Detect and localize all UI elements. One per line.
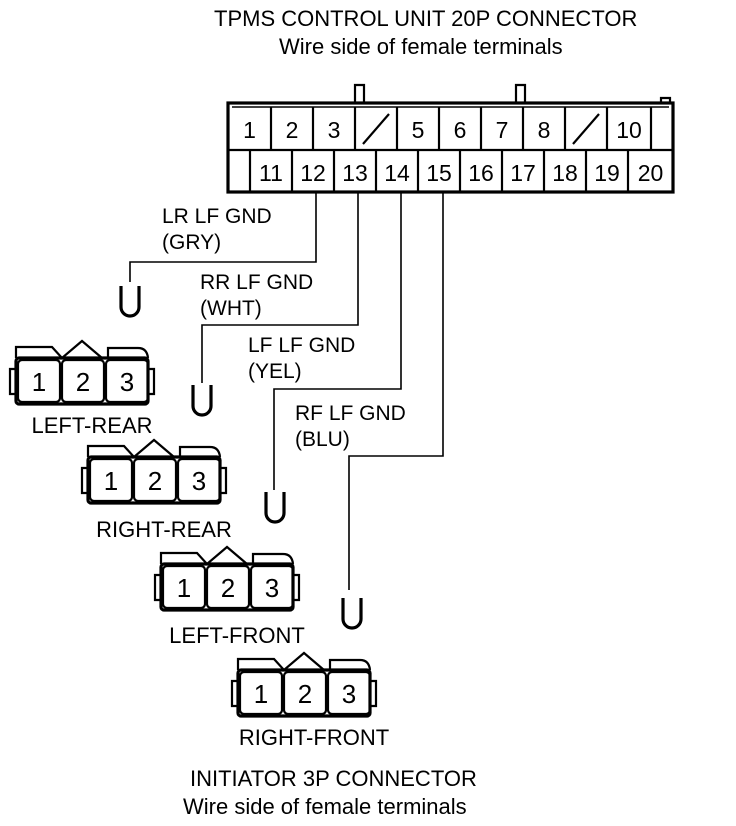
side-tabs [8,367,156,396]
pin-number: 1 [32,367,46,397]
pin-cavity [282,670,328,716]
pin-number: 11 [259,160,283,186]
pin-number: 2 [221,573,235,603]
pin-number: 17 [510,160,536,186]
pin-number: 2 [148,466,162,496]
pin-number: 3 [120,367,134,397]
wire-label-lf: LF LF GND [248,334,355,357]
unused-pin-slash [362,113,390,145]
side-tabs [153,573,301,602]
terminal-hook-icon [264,492,286,524]
pin-cavity [326,670,372,716]
pin-number: 2 [76,367,90,397]
pin-number: 15 [426,160,452,186]
connector-housing [226,101,675,194]
unused-pin-slash [572,113,600,145]
initiator-label: RIGHT-REAR [96,517,232,542]
pin-number: 1 [254,679,268,709]
pin-number: 6 [454,117,467,143]
control-unit-title: TPMS CONTROL UNIT 20P CONNECTOR [214,6,637,31]
pin-cavity [132,457,178,503]
pin-cavity [249,564,295,610]
wire-color-lr: (GRY) [162,231,221,254]
connector-outline [159,545,295,566]
pin-number: 13 [342,160,368,186]
wire-lr-lf-gnd [129,192,317,282]
pin-number: 19 [594,160,620,186]
wire-label-rr: RR LF GND [200,271,313,294]
initiator-label: LEFT-REAR [31,413,152,438]
terminal-hook-icon [191,385,213,417]
pin-cavity [104,358,150,404]
connector-outline [86,438,222,459]
terminal-hook-icon [341,598,363,630]
wire-rr-lf-gnd [201,192,359,383]
pin-number: 5 [412,117,425,143]
wire-color-lf: (YEL) [248,360,302,383]
pin-number: 1 [243,117,256,143]
pin-number: 2 [286,117,299,143]
pin-number: 16 [468,160,494,186]
pin-number: 3 [342,679,356,709]
pin-number: 8 [538,117,551,143]
pin-cavity [60,358,106,404]
connector-latch [353,83,527,103]
pin-cavity [205,564,251,610]
bottom-pin-row: 11 12 13 14 15 16 17 18 19 20 [248,150,664,192]
pin-number: 10 [616,117,642,143]
pin-number: 18 [552,160,578,186]
pin-cavity [88,457,134,503]
initiator-label: LEFT-FRONT [169,623,305,648]
pin-number: 2 [298,679,312,709]
terminal-hook-icon [119,286,141,318]
control-unit-subtitle: Wire side of female terminals [279,34,563,59]
pin-cavity [238,670,284,716]
initiator-subtitle: Wire side of female terminals [183,794,467,819]
pin-cavity [161,564,207,610]
pin-number: 14 [384,160,410,186]
connector-outline [236,651,372,672]
pin-number: 3 [192,466,206,496]
pin-cavity [16,358,62,404]
pin-number: 3 [328,117,341,143]
pin-cavity [176,457,222,503]
connector-key [659,96,672,103]
pin-number: 3 [265,573,279,603]
side-tabs [230,679,378,708]
connector-outline [14,339,150,360]
pin-number: 7 [496,117,509,143]
wire-label-rf: RF LF GND [295,402,406,425]
pin-number: 12 [300,160,326,186]
wire-color-rr: (WHT) [200,297,262,320]
initiator-title: INITIATOR 3P CONNECTOR [190,766,477,791]
initiator-label: RIGHT-FRONT [239,725,389,750]
wire-label-lr: LR LF GND [162,205,272,228]
wire-lf-lf-gnd [273,192,402,490]
wire-color-rf: (BLU) [295,428,350,451]
top-pin-row: 1 2 3 5 6 7 8 10 [243,107,653,150]
pin-number: 20 [638,160,664,186]
pin-number: 1 [104,466,118,496]
side-tabs [80,466,228,495]
wire-harness [129,192,444,590]
pin-number: 1 [177,573,191,603]
wire-rf-lf-gnd [348,192,444,590]
